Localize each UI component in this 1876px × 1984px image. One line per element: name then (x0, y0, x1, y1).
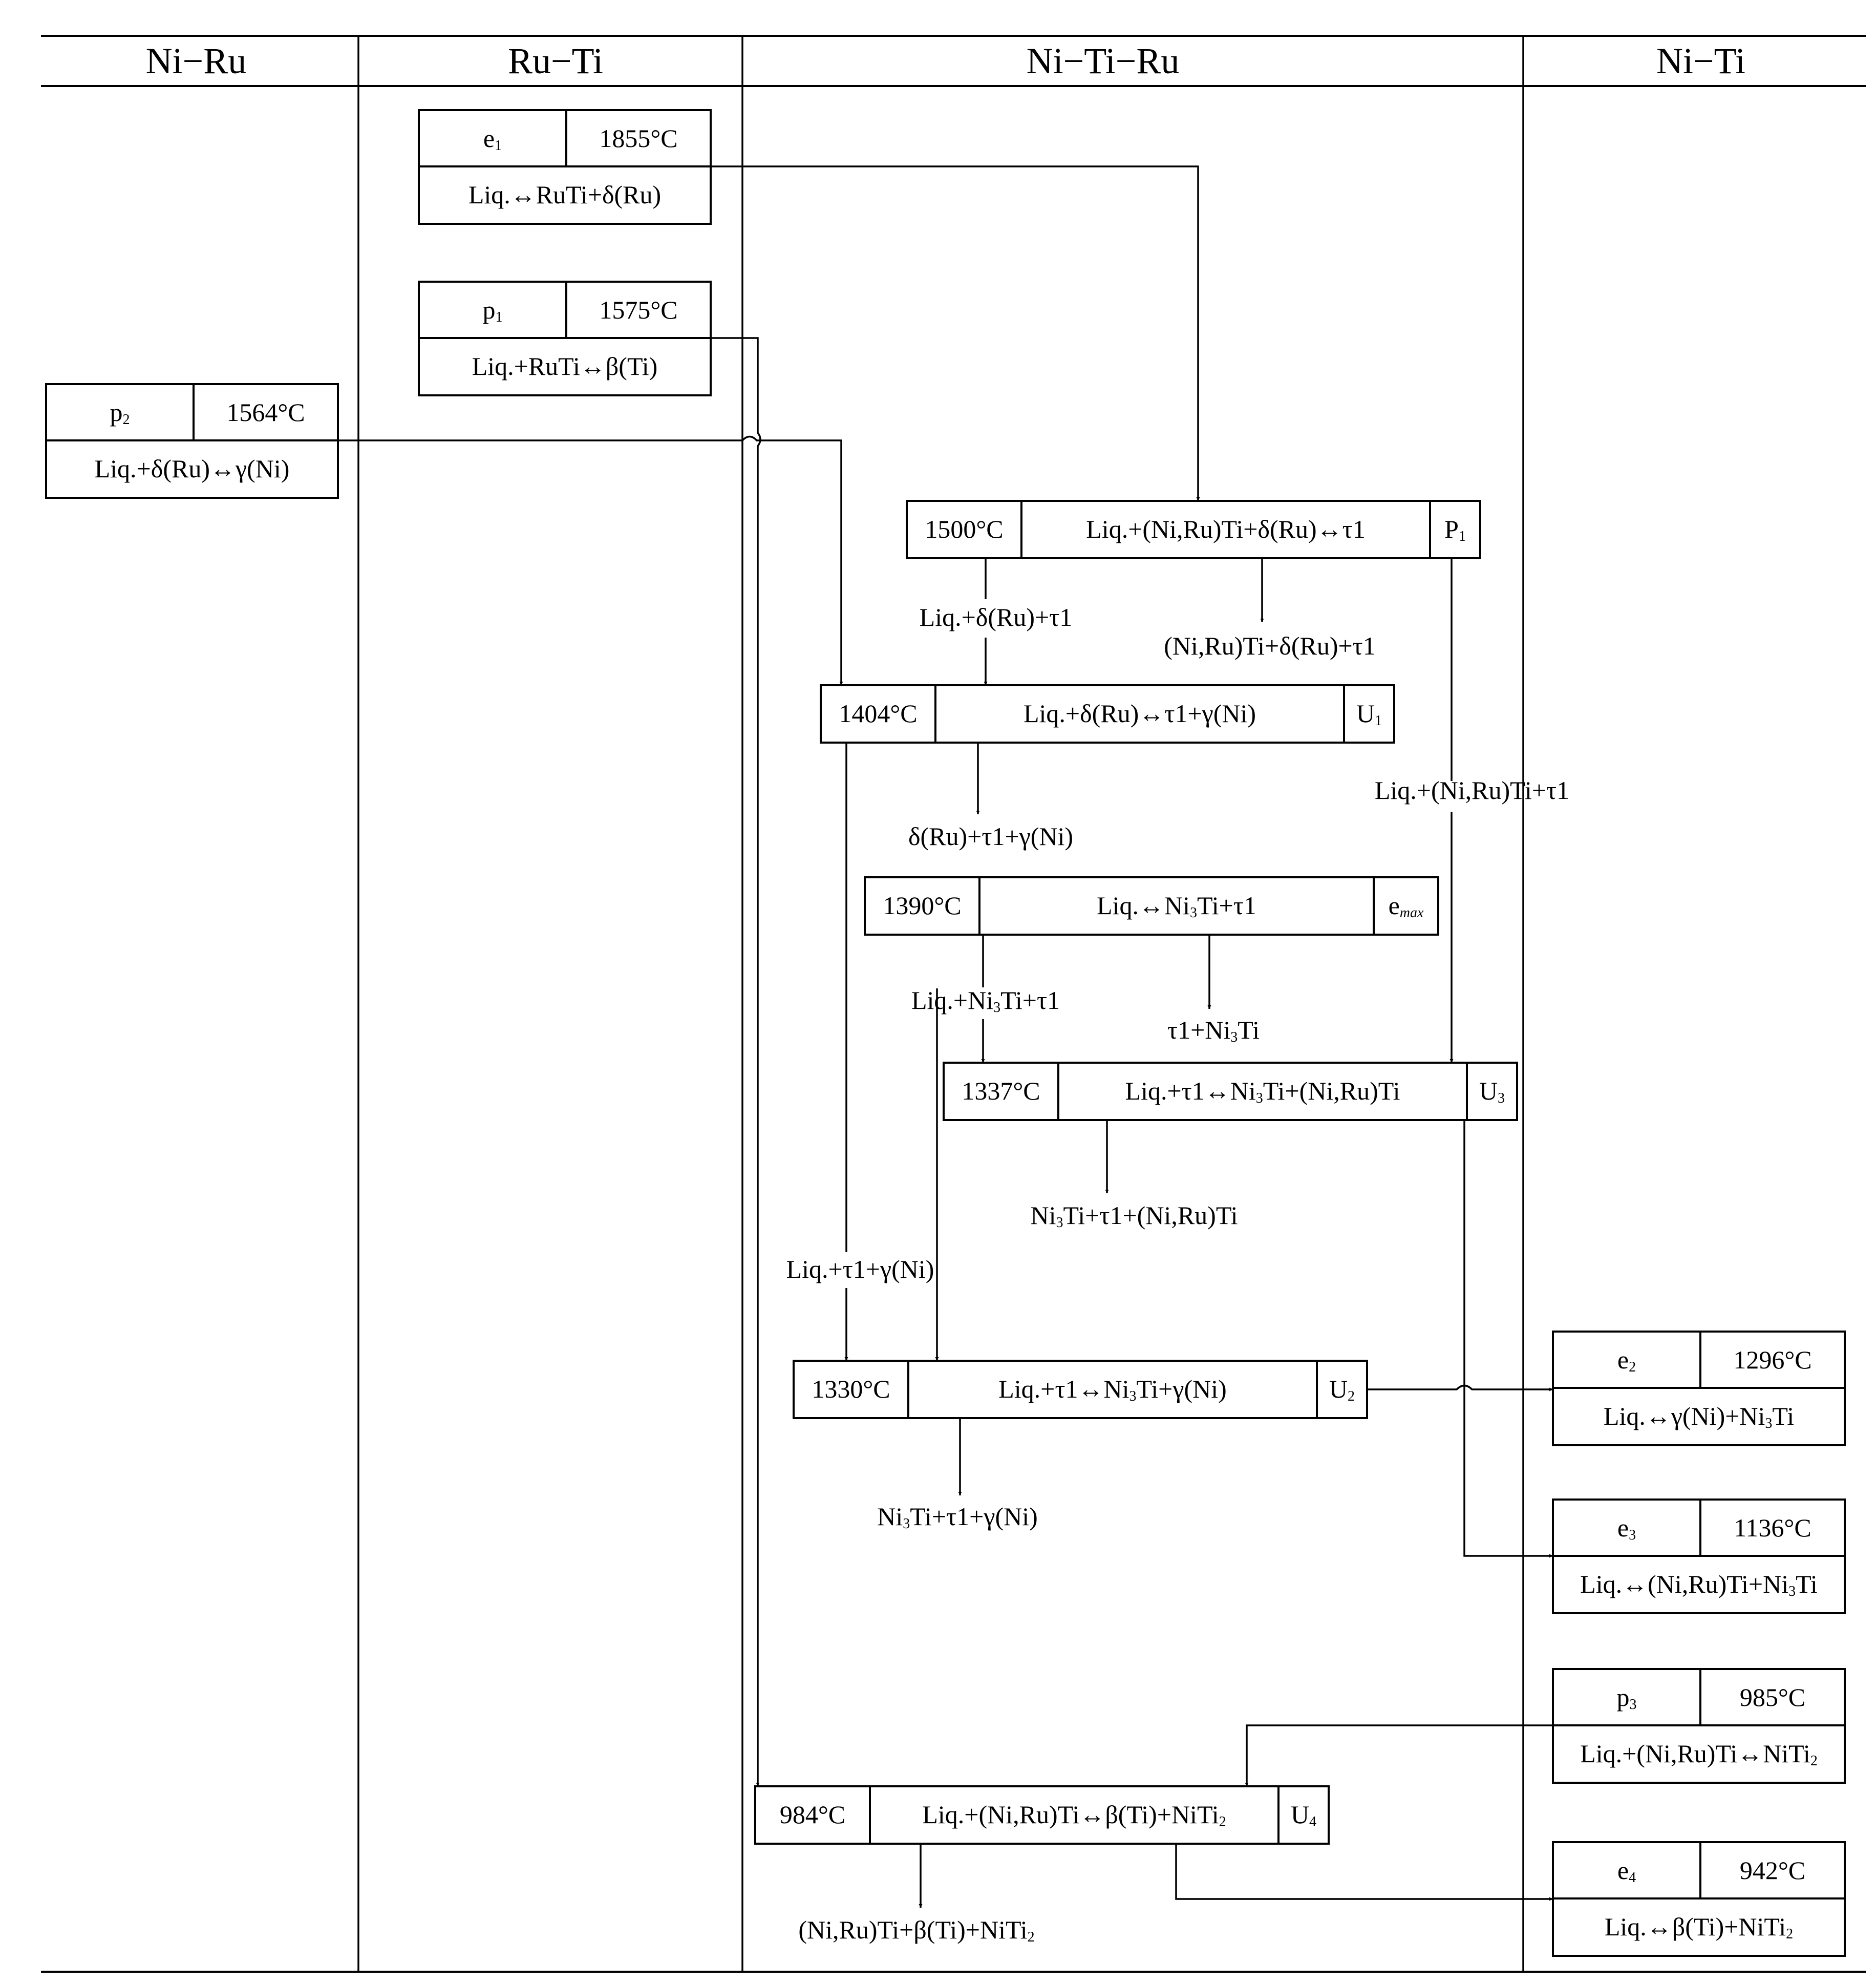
binary-reaction-p1: p1 1575°C Liq.+RuTi↔β(Ti) (418, 281, 712, 396)
phase-label-delta-tau-gamma: δ(Ru)+τ1+γ(Ni) (908, 822, 1073, 851)
reaction-type-e3: e3 (1617, 1513, 1636, 1543)
reaction-equation-e3: Liq.↔(Ni,Ru)Ti+Ni3Ti (1580, 1570, 1818, 1599)
reaction-temperature-e4: 942°C (1740, 1856, 1805, 1885)
reaction-type-emax: emax (1389, 891, 1424, 921)
column-header-ni-ti-ru: Ni−Ti−Ru (1027, 40, 1180, 81)
reaction-equation-U3: Liq.+τ1↔Ni3Ti+(Ni,Ru)Ti (1125, 1077, 1400, 1106)
reaction-equation-emax: Liq.↔Ni3Ti+τ1 (1097, 891, 1256, 921)
reaction-equation-U4: Liq.+(Ni,Ru)Ti↔β(Ti)+NiTi2 (922, 1800, 1226, 1830)
reaction-equation-P1: Liq.+(Ni,Ru)Ti+δ(Ru)↔τ1 (1086, 515, 1365, 543)
connector-U2-to-e2 (1367, 1384, 1553, 1391)
connector-p2-to-U1 (338, 435, 841, 686)
connector-e1-to-P1 (711, 165, 1200, 501)
connector-p3-to-U4 (1245, 1724, 1553, 1786)
ternary-reaction-P1: 1500°C Liq.+(Ni,Ru)Ti+δ(Ru)↔τ1 P1 (906, 500, 1481, 559)
binary-reaction-p3: p3 985°C Liq.+(Ni,Ru)Ti↔NiTi2 (1552, 1668, 1846, 1784)
reaction-temperature-P1: 1500°C (925, 515, 1003, 543)
phase-label-nirut-delta-tau: (Ni,Ru)Ti+δ(Ru)+τ1 (1164, 631, 1376, 660)
reaction-type-p1: p1 (483, 296, 503, 325)
phase-label-liq-nirut-tau: Liq.+(Ni,Ru)Ti+τ1 (1375, 776, 1569, 805)
reaction-temperature-U4: 984°C (780, 1800, 845, 1829)
connector-U3-to-e3 (1463, 1120, 1553, 1558)
binary-reaction-e4: e4 942°C Liq.↔β(Ti)+NiTi2 (1552, 1841, 1846, 1957)
ternary-reaction-U4: 984°C Liq.+(Ni,Ru)Ti↔β(Ti)+NiTi2 U4 (754, 1785, 1330, 1845)
binary-reaction-e1: e1 1855°C Liq.↔RuTi+δ(Ru) (418, 109, 712, 225)
connector-p1-to-U4 (711, 337, 761, 1786)
reaction-type-U2: U2 (1329, 1375, 1355, 1404)
reaction-temperature-e2: 1296°C (1733, 1345, 1811, 1374)
phase-label-liq-delta-tau: Liq.+δ(Ru)+τ1 (920, 603, 1073, 631)
reaction-type-U3: U3 (1479, 1077, 1505, 1106)
reaction-equation-p3: Liq.+(Ni,Ru)Ti↔NiTi2 (1580, 1739, 1818, 1769)
reaction-temperature-e1: 1855°C (599, 124, 677, 153)
reaction-temperature-p1: 1575°C (599, 296, 677, 324)
connector-U4-to-e4 (1175, 1844, 1553, 1901)
reaction-equation-U1: Liq.+δ(Ru)↔τ1+γ(Ni) (1024, 699, 1256, 728)
reaction-equation-p2: Liq.+δ(Ru)↔γ(Ni) (95, 454, 290, 483)
phase-label-nirut-beta-niti2: (Ni,Ru)Ti+β(Ti)+NiTi2 (798, 1915, 1034, 1945)
reaction-temperature-p2: 1564°C (226, 398, 305, 427)
phase-label-ni3ti-tau-nirut: Ni3Ti+τ1+(Ni,Ru)Ti (1031, 1201, 1238, 1231)
binary-reaction-p2: p2 1564°C Liq.+δ(Ru)↔γ(Ni) (45, 383, 339, 499)
reaction-temperature-e3: 1136°C (1734, 1513, 1811, 1542)
ternary-reaction-U2: 1330°C Liq.+τ1↔Ni3Ti+γ(Ni) U2 (793, 1360, 1368, 1419)
column-header-ni-ru: Ni−Ru (146, 40, 247, 81)
reaction-type-p3: p3 (1617, 1683, 1637, 1713)
reaction-temperature-U3: 1337°C (962, 1077, 1040, 1105)
reaction-equation-e2: Liq.↔γ(Ni)+Ni3Ti (1604, 1402, 1794, 1431)
reaction-equation-e4: Liq.↔β(Ti)+NiTi2 (1605, 1912, 1793, 1942)
ternary-reaction-U1: 1404°C Liq.+δ(Ru)↔τ1+γ(Ni) U1 (820, 684, 1395, 744)
reaction-equation-e1: Liq.↔RuTi+δ(Ru) (468, 180, 661, 209)
ternary-reaction-emax: 1390°C Liq.↔Ni3Ti+τ1 emax (864, 876, 1439, 936)
reaction-temperature-p3: 985°C (1740, 1683, 1805, 1712)
binary-reaction-e3: e3 1136°C Liq.↔(Ni,Ru)Ti+Ni3Ti (1552, 1498, 1846, 1614)
reaction-type-e2: e2 (1617, 1345, 1636, 1375)
reaction-type-e4: e4 (1617, 1856, 1636, 1886)
reaction-temperature-U1: 1404°C (839, 699, 917, 728)
phase-label-liq-tau-gamma: Liq.+τ1+γ(Ni) (786, 1255, 934, 1283)
reaction-type-P1: P1 (1444, 515, 1466, 544)
reaction-equation-U2: Liq.+τ1↔Ni3Ti+γ(Ni) (998, 1375, 1227, 1404)
reaction-temperature-U2: 1330°C (812, 1375, 890, 1403)
column-header-ni-ti: Ni−Ti (1656, 40, 1745, 81)
phase-label-liq-ni3ti-tau: Liq.+Ni3Ti+τ1 (911, 986, 1060, 1016)
phase-label-tau-ni3ti: τ1+Ni3Ti (1167, 1016, 1260, 1045)
binary-reaction-e2: e2 1296°C Liq.↔γ(Ni)+Ni3Ti (1552, 1331, 1846, 1446)
ternary-reaction-U3: 1337°C Liq.+τ1↔Ni3Ti+(Ni,Ru)Ti U3 (943, 1062, 1518, 1121)
phase-label-ni3ti-tau-gamma: Ni3Ti+τ1+γ(Ni) (877, 1502, 1038, 1532)
table-grid: Ni−Ru Ru−Ti Ni−Ti−Ru Ni−Ti (41, 35, 1866, 1973)
column-header-ru-ti: Ru−Ti (508, 40, 603, 81)
reaction-type-U4: U4 (1291, 1800, 1316, 1830)
connector-lines (338, 165, 1553, 1908)
reaction-type-e1: e1 (483, 124, 502, 154)
reaction-equation-p1: Liq.+RuTi↔β(Ti) (472, 352, 658, 381)
reaction-boxes: e1 1855°C Liq.↔RuTi+δ(Ru) p1 1575°C Liq.+RuTi… (45, 109, 1846, 1957)
phase-labels: Liq.+δ(Ru)+τ1 (Ni,Ru)Ti+δ(Ru)+τ1Liq.+(Ni,… (786, 603, 1570, 1945)
reaction-type-U1: U1 (1356, 699, 1382, 729)
reaction-temperature-emax: 1390°C (883, 891, 961, 920)
reaction-type-p2: p2 (110, 398, 130, 428)
